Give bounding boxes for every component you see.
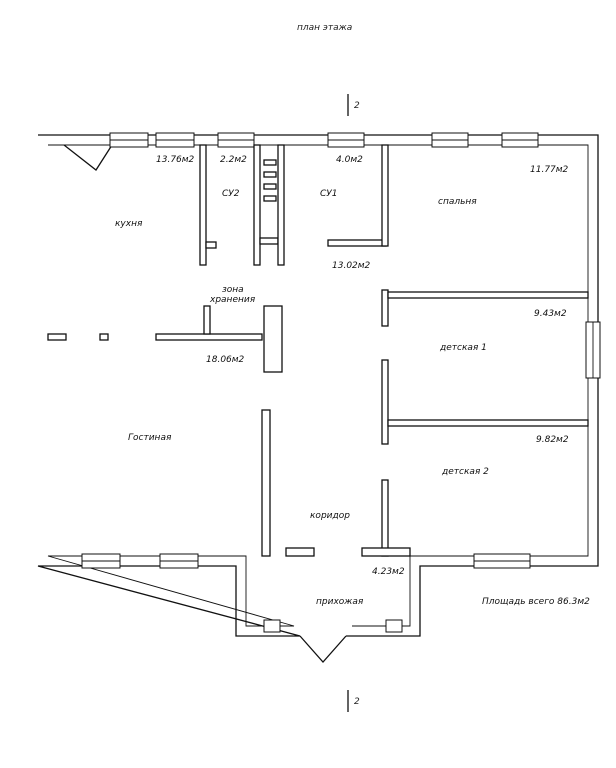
room-living: Гостиная (128, 433, 172, 443)
svg-text:кухня: кухня (115, 219, 143, 229)
svg-text:прихожая: прихожая (316, 597, 364, 607)
room-kids2: детская 2 9.82м2 (441, 435, 569, 477)
room-entry: прихожая 4.23м2 (316, 567, 405, 607)
svg-text:2: 2 (354, 101, 360, 111)
room-living-mid: 18.06м2 (206, 355, 245, 365)
svg-text:СУ1: СУ1 (320, 189, 338, 199)
svg-text:2: 2 (354, 697, 360, 707)
svg-text:детская 2: детская 2 (441, 467, 489, 477)
room-kitchen: кухня 13.76м2 (115, 155, 195, 229)
svg-text:2.2м2: 2.2м2 (220, 155, 247, 165)
svg-text:18.06м2: 18.06м2 (206, 355, 245, 365)
svg-text:хранения: хранения (209, 295, 256, 305)
svg-text:зона: зона (222, 285, 244, 295)
interior-walls (47, 144, 589, 557)
section-mark-top: 2 (347, 94, 360, 116)
outer-walls (37, 134, 599, 663)
svg-text:спальня: спальня (438, 197, 477, 207)
room-corridor: коридор (310, 511, 350, 521)
room-storage: зона хранения (209, 285, 256, 305)
room-bedroom: спальня 11.77м2 (438, 165, 569, 207)
svg-text:коридор: коридор (310, 511, 350, 521)
svg-text:11.77м2: 11.77м2 (530, 165, 569, 175)
room-hall-upper: 13.02м2 (332, 261, 371, 271)
svg-text:детская 1: детская 1 (439, 343, 487, 353)
svg-text:4.0м2: 4.0м2 (336, 155, 363, 165)
svg-text:Гостиная: Гостиная (128, 433, 172, 443)
svg-text:9.82м2: 9.82м2 (536, 435, 569, 445)
svg-text:13.76м2: 13.76м2 (156, 155, 195, 165)
svg-text:СУ2: СУ2 (222, 189, 240, 199)
plan-title: план этажа (297, 23, 352, 33)
windows (81, 132, 601, 633)
svg-text:9.43м2: 9.43м2 (534, 309, 567, 319)
room-kids1: детская 1 9.43м2 (439, 309, 567, 353)
svg-text:4.23м2: 4.23м2 (372, 567, 405, 577)
room-wc1: СУ1 4.0м2 (320, 155, 363, 199)
total-area: Площадь всего 86.3м2 (482, 597, 590, 607)
section-mark-bottom: 2 (347, 690, 360, 712)
svg-text:13.02м2: 13.02м2 (332, 261, 371, 271)
room-wc2: СУ2 2.2м2 (220, 155, 247, 199)
